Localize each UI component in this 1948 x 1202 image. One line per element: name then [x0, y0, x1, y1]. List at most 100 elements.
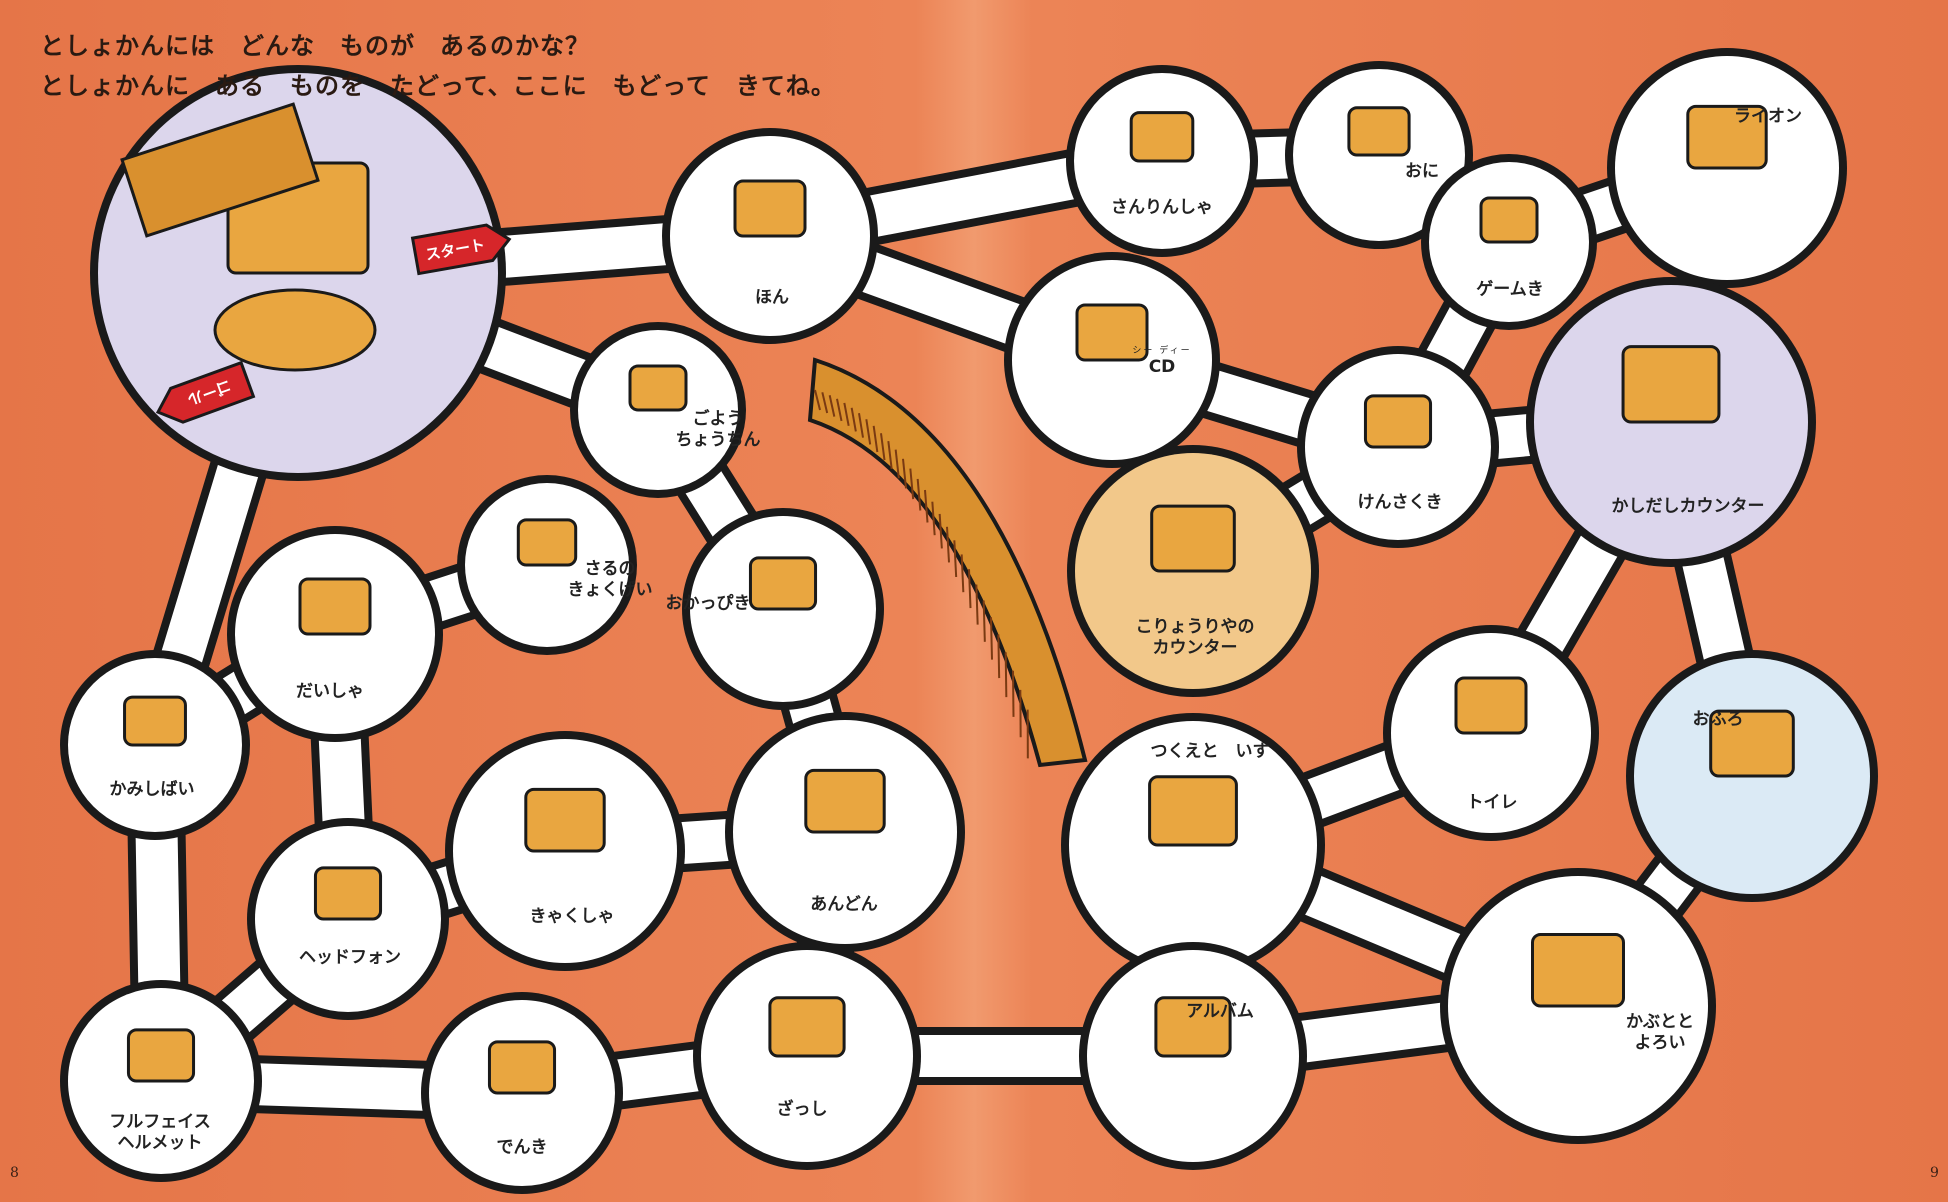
label-kashidashi: かしだしカウンター: [1612, 496, 1765, 517]
kyakusha-illustration: [524, 787, 606, 853]
bubble-headphone[interactable]: [247, 818, 449, 1020]
oni-illustration: [1347, 106, 1411, 157]
bubble-kensakuki[interactable]: [1297, 346, 1499, 548]
label-text: かしだしカウンター: [1611, 496, 1765, 517]
book-spine: [828, 395, 836, 417]
book-spine: [909, 468, 915, 500]
book-spine: [894, 449, 900, 479]
label-denki: でんき: [497, 1137, 548, 1158]
book-spine: [858, 413, 864, 438]
gameki-illustration: [1479, 196, 1539, 244]
label-text: おふろ: [1692, 709, 1744, 730]
bubble-lion[interactable]: [1607, 48, 1847, 288]
saru-illustration: [516, 518, 578, 567]
bubble-zasshi[interactable]: [693, 942, 921, 1170]
bubble-okappiki[interactable]: [682, 508, 884, 710]
label-ofuro: おふろ: [1693, 709, 1744, 730]
label-helmet: フルフェイス ヘルメット: [109, 1112, 211, 1155]
bubble-toilet[interactable]: [1383, 625, 1599, 841]
label-text: でんき: [496, 1137, 548, 1158]
label-text: さんりんしゃ: [1111, 197, 1213, 218]
label-kensakuki: けんさくき: [1358, 492, 1443, 513]
label-text: アルバム: [1186, 1001, 1254, 1022]
label-headphone: ヘッドフォン: [299, 947, 401, 968]
bubble-cd[interactable]: [1004, 252, 1220, 468]
label-text: かぶとと よろい: [1626, 1011, 1694, 1053]
label-text: ライオン: [1734, 106, 1802, 127]
book-spine: [990, 617, 993, 660]
zasshi-illustration: [768, 996, 846, 1058]
goal-sign: ゴール: [155, 360, 256, 424]
book-spine: [836, 398, 843, 422]
bubble-denki[interactable]: [421, 992, 623, 1194]
label-album: アルバム: [1186, 1001, 1254, 1022]
book-spine: [865, 419, 872, 445]
label-text: こりょうりやの カウンター: [1135, 616, 1255, 658]
book-spine: [975, 584, 979, 625]
album-illustration: [1154, 996, 1232, 1058]
book-spine: [997, 634, 1001, 679]
koryoriya-illustration: [1150, 504, 1236, 573]
label-kyakusha: きゃくしゃ: [530, 906, 615, 927]
book-spine: [843, 402, 850, 427]
bubble-goyochochin[interactable]: [570, 322, 746, 498]
kensakuki-illustration: [1363, 394, 1433, 449]
bubble-kyakusha[interactable]: [445, 731, 685, 971]
goyochochin-illustration: [628, 364, 688, 412]
bubble-helmet[interactable]: [60, 980, 262, 1182]
goal-sign-arrow-icon: [155, 360, 256, 424]
label-text: ごよう ちょうちん: [675, 408, 761, 450]
lion-illustration: [1686, 104, 1768, 170]
bubble-sanrinsha[interactable]: [1066, 65, 1258, 257]
bubble-saru[interactable]: [457, 475, 637, 655]
hon-illustration: [733, 179, 807, 238]
label-text: CD: [1148, 357, 1176, 377]
label-text: おに: [1405, 161, 1439, 182]
book-spine: [953, 540, 958, 578]
bubble-tsukue[interactable]: [1061, 713, 1325, 977]
label-text: フルフェイス ヘルメット: [109, 1111, 211, 1153]
start-sign-arrow-icon: [410, 223, 512, 276]
label-text: ほん: [755, 287, 789, 308]
label-text: つくえと いす: [1150, 741, 1270, 762]
label-text: トイレ: [1466, 792, 1518, 813]
label-kabuto: かぶとと よろい: [1626, 1012, 1694, 1055]
label-kamishibai: かみしばい: [110, 779, 195, 800]
label-zasshi: ざっし: [777, 1099, 828, 1120]
label-toilet: トイレ: [1467, 792, 1518, 813]
bubble-ofuro[interactable]: [1626, 650, 1878, 902]
label-koryoriya: こりょうりやの カウンター: [1136, 617, 1255, 660]
bubble-kabuto[interactable]: [1440, 868, 1716, 1144]
label-text: おかっぴき: [665, 593, 751, 614]
bubble-andon[interactable]: [725, 712, 965, 952]
label-daisha: だいしゃ: [296, 681, 364, 702]
label-lion: ライオン: [1734, 106, 1802, 127]
label-sanrinsha: さんりんしゃ: [1111, 197, 1213, 218]
page-number-right: 9: [1930, 1165, 1939, 1181]
cd-illustration: [1075, 303, 1149, 362]
bubble-kamishibai[interactable]: [60, 650, 250, 840]
page-number-left: 8: [10, 1165, 19, 1181]
bubble-hon[interactable]: [662, 128, 878, 344]
label-text: きゃくしゃ: [529, 906, 615, 927]
headphone-illustration: [313, 866, 383, 921]
book-spine: [916, 478, 922, 511]
book-spine: [1012, 670, 1015, 717]
bubble-daisha[interactable]: [227, 526, 443, 742]
bubble-kashidashi[interactable]: [1526, 277, 1816, 567]
kashidashi-illustration: [1621, 345, 1721, 424]
bubble-gameki[interactable]: [1421, 154, 1597, 330]
instruction-line-2: としょかんに ある ものを たどって、ここに もどって きてね。: [40, 72, 836, 100]
label-goyochochin: ごよう ちょうちん: [676, 409, 761, 452]
label-text: けんさくき: [1357, 492, 1443, 513]
book-spine: [872, 425, 879, 453]
label-oni: おに: [1405, 161, 1439, 182]
label-text: ヘッドフォン: [299, 947, 401, 968]
bubble-album[interactable]: [1079, 942, 1307, 1170]
bubble-oni[interactable]: [1285, 61, 1473, 249]
label-text: だいしゃ: [296, 681, 364, 702]
bubble-koryoriya[interactable]: [1067, 445, 1319, 697]
label-andon: あんどん: [810, 894, 878, 915]
book-spine: [880, 433, 886, 461]
bookshelf-illustration: [807, 357, 1088, 768]
